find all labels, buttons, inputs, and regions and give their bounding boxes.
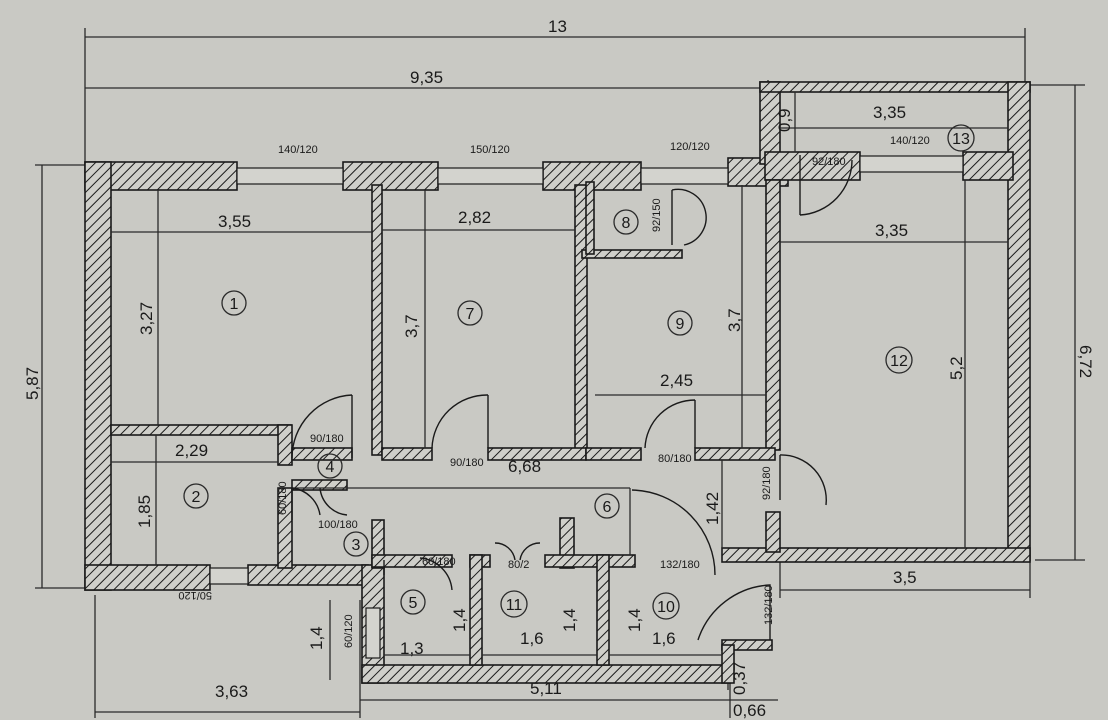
window-label-1: 140/120 xyxy=(278,144,318,156)
door-label-9: 132/180 xyxy=(660,559,700,571)
room-3-marker: 3 xyxy=(343,531,369,557)
window-label-4: 140/120 xyxy=(890,135,930,147)
interior-lines xyxy=(111,92,1008,656)
door-label-12: 92/150 xyxy=(651,198,663,232)
room-11-width: 1,6 xyxy=(520,629,544,648)
doors xyxy=(291,155,853,641)
room-11-height: 1,4 xyxy=(560,608,579,632)
door-label-2: 90/180 xyxy=(450,457,484,469)
room-12-marker: 12 xyxy=(885,346,913,374)
dim-left-block-width: 9,35 xyxy=(410,68,443,87)
window-label-5: 50/120 xyxy=(178,589,212,601)
room-10-marker: 10 xyxy=(652,592,680,620)
room-7-width: 2,82 xyxy=(458,208,491,227)
door-label-8: 80/2 xyxy=(508,559,529,571)
room-12-width: 3,35 xyxy=(875,221,908,240)
dim-small-vertical: 0,37 xyxy=(730,662,749,695)
door-label-10: 132/180 xyxy=(763,585,775,625)
room-dimension-labels: 3,55 3,27 2,29 1,85 1,3 1,4 6,68 1,42 2,… xyxy=(135,208,966,658)
svg-text:9: 9 xyxy=(676,316,685,333)
window-labels: 140/120 150/120 120/120 140/120 50/120 6… xyxy=(178,135,929,648)
room-2-marker: 2 xyxy=(183,483,209,509)
svg-text:13: 13 xyxy=(952,131,970,148)
svg-text:5: 5 xyxy=(409,595,418,612)
room-9-height: 3,7 xyxy=(725,308,744,332)
svg-text:4: 4 xyxy=(326,459,335,476)
dim-bottom-left: 3,63 xyxy=(215,682,248,701)
door-label-4: 92/180 xyxy=(761,466,773,500)
door-label-7: 60/180 xyxy=(422,556,456,568)
window-label-6: 60/120 xyxy=(343,614,355,648)
dim-bottom-right: 0,66 xyxy=(733,701,766,720)
room-10-height: 1,4 xyxy=(625,608,644,632)
dimension-labels: 13 9,35 3,35 3,63 5,11 0,66 3,5 5,87 6,7… xyxy=(23,17,1095,720)
door-label-3: 80/180 xyxy=(658,453,692,465)
dim-overall-width: 13 xyxy=(548,17,567,36)
svg-text:11: 11 xyxy=(506,597,523,614)
room-1-width: 3,55 xyxy=(218,212,251,231)
window-label-3: 120/120 xyxy=(670,141,710,153)
room-13-marker: 13 xyxy=(947,124,975,152)
room-7-height: 3,7 xyxy=(402,314,421,338)
dim-top-band-width: 3,35 xyxy=(873,103,906,122)
room-1-height: 3,27 xyxy=(137,302,156,335)
room-9-marker: 9 xyxy=(667,310,693,336)
room-6-width: 6,68 xyxy=(508,457,541,476)
dimension-lines xyxy=(35,28,1085,718)
room-12-height: 5,2 xyxy=(947,356,966,380)
room-numbers: 1 2 3 4 5 6 7 8 9 10 11 12 13 xyxy=(183,124,975,620)
dim-right-bottom: 3,5 xyxy=(893,568,917,587)
svg-text:2: 2 xyxy=(192,489,201,506)
windows xyxy=(209,155,964,659)
room-2-height: 1,85 xyxy=(135,495,154,528)
room-6-marker: 6 xyxy=(594,493,620,519)
svg-text:8: 8 xyxy=(622,215,631,232)
dim-right-height: 6,72 xyxy=(1076,345,1095,378)
door-label-6: 100/180 xyxy=(318,519,358,531)
svg-text:12: 12 xyxy=(890,353,908,370)
dim-top-band-depth: 0,9 xyxy=(775,108,794,132)
door-label-5: 60/180 xyxy=(277,481,289,515)
walls xyxy=(84,81,1031,684)
room-6-height: 1,42 xyxy=(703,492,722,525)
dim-left-bottom-vertical: 1,4 xyxy=(307,626,326,650)
svg-text:10: 10 xyxy=(657,599,675,616)
svg-text:3: 3 xyxy=(352,537,361,554)
window-label-2: 150/120 xyxy=(470,144,510,156)
room-9-width: 2,45 xyxy=(660,371,693,390)
room-5-width: 1,3 xyxy=(400,639,424,658)
room-2-width: 2,29 xyxy=(175,441,208,460)
svg-text:1: 1 xyxy=(230,296,239,313)
room-5-marker: 5 xyxy=(400,589,426,615)
room-1-marker: 1 xyxy=(221,290,247,316)
room-4-marker: 4 xyxy=(317,453,343,479)
door-label-1: 90/180 xyxy=(310,433,344,445)
door-label-11: 92/180 xyxy=(812,156,846,168)
svg-text:7: 7 xyxy=(466,306,475,323)
room-8-marker: 8 xyxy=(613,209,639,235)
dim-bottom-middle: 5,11 xyxy=(530,679,562,698)
room-10-width: 1,6 xyxy=(652,629,676,648)
room-11-marker: 11 xyxy=(500,590,528,618)
room-5-height: 1,4 xyxy=(450,608,469,632)
door-labels: 90/180 90/180 80/180 92/180 60/180 100/1… xyxy=(277,156,846,625)
svg-text:6: 6 xyxy=(603,499,612,516)
dim-total-height: 5,87 xyxy=(23,367,42,400)
room-7-marker: 7 xyxy=(457,300,483,326)
